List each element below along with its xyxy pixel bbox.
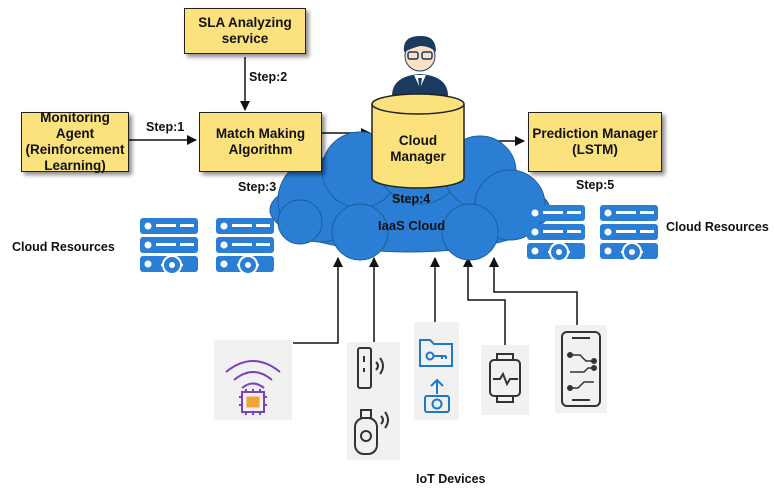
smartphone-circuit-icon xyxy=(561,331,601,407)
cloud-resources-right-label: Cloud Resources xyxy=(666,220,769,234)
router-icon xyxy=(357,347,384,389)
camera-upload-icon xyxy=(424,378,450,413)
cloud-resources-left-label: Cloud Resources xyxy=(12,240,115,254)
step-1-label: Step:1 xyxy=(146,120,185,134)
step-3-label: Step:3 xyxy=(238,180,277,194)
connector-phone xyxy=(489,257,578,325)
step-2-label: Step:2 xyxy=(249,70,288,84)
iaas-cloud-label: IaaS Cloud xyxy=(378,218,446,233)
smartwatch-icon xyxy=(489,353,521,403)
folder-key-icon xyxy=(419,339,453,367)
cloud-manager-label: Cloud Manager xyxy=(390,133,446,164)
chip-wifi-icon xyxy=(225,360,281,415)
step-5-label: Step:5 xyxy=(576,178,615,192)
connector-watch xyxy=(463,257,506,345)
monitoring-agent-box: Monitoring Agent (Reinforcement Learning… xyxy=(21,110,129,173)
prediction-manager-box: Prediction Manager (LSTM) xyxy=(528,112,662,172)
sla-analyzing-box: SLA Analyzing service xyxy=(184,8,306,54)
match-making-box: Match Making Algorithm xyxy=(199,112,322,172)
iot-panel-phone xyxy=(555,325,607,413)
connector-chip xyxy=(293,257,343,344)
usb-icon xyxy=(354,409,389,455)
iot-devices-label: IoT Devices xyxy=(416,472,486,486)
iot-panel-folder-camera xyxy=(414,322,459,420)
step-4-label: Step:4 xyxy=(392,192,431,206)
